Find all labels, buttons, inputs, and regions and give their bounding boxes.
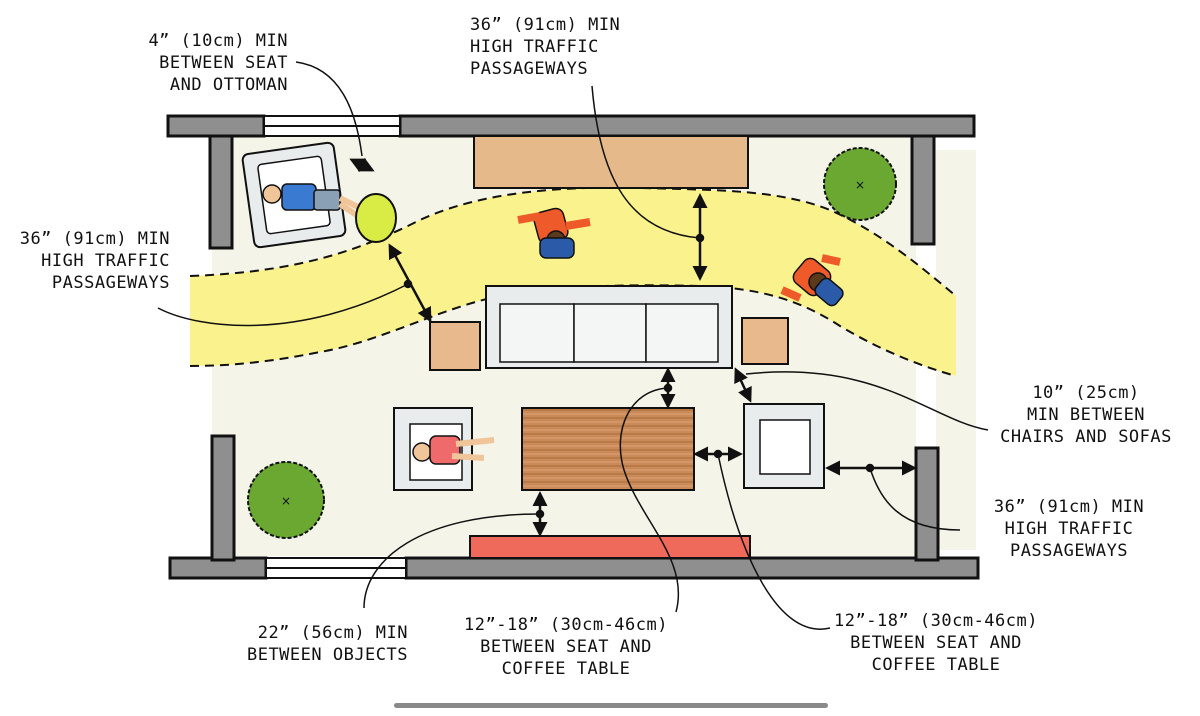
walking-person-2	[780, 254, 844, 307]
svg-text:×: ×	[855, 178, 865, 192]
label-seat-ottoman: 4” (10cm) MIN BETWEEN SEAT AND OTTOMAN	[148, 31, 288, 95]
bottom-rug	[469, 535, 751, 559]
armchair-right	[743, 403, 825, 489]
plant-top-right: ×	[823, 147, 897, 221]
leader-lines	[157, 61, 989, 630]
label-traffic-left: 36” (91cm) MIN HIGH TRAFFIC PASSAGEWAYS	[19, 229, 170, 293]
seated-person	[412, 435, 495, 465]
top-window	[263, 115, 401, 137]
top-wall	[166, 114, 976, 250]
label-traffic-right: 36” (91cm) MIN HIGH TRAFFIC PASSAGEWAYS	[993, 497, 1145, 561]
bottom-wall	[168, 434, 980, 580]
label-between-objects: 22” (56cm) MIN BETWEEN OBJECTS	[246, 623, 408, 665]
label-traffic-top: 36” (91cm) MIN HIGH TRAFFIC PASSAGEWAYS	[470, 15, 621, 79]
end-table-right	[741, 317, 789, 365]
label-coffee-table-1: 12”-18” (30cm-46cm) BETWEEN SEAT AND COF…	[464, 615, 668, 679]
label-chairs-sofas: 10” (25cm) MIN BETWEEN CHAIRS AND SOFAS	[1000, 383, 1172, 447]
walking-person-1	[517, 207, 591, 259]
label-coffee-table-2: 12”-18” (30cm-46cm) BETWEEN SEAT AND COF…	[834, 611, 1038, 675]
traffic-passageway	[190, 187, 956, 376]
dim-seat-ottoman	[349, 157, 375, 173]
sofa	[485, 285, 733, 369]
home-indicator-bar[interactable]	[394, 703, 828, 708]
top-rug	[473, 135, 749, 189]
dim-chair-sofa	[734, 367, 752, 403]
bottom-window	[265, 557, 407, 579]
end-table-left	[429, 321, 481, 371]
svg-text:×: ×	[281, 494, 291, 508]
ottoman	[355, 193, 397, 243]
coffee-table	[521, 407, 695, 491]
plant-bottom-left: ×	[247, 461, 325, 539]
